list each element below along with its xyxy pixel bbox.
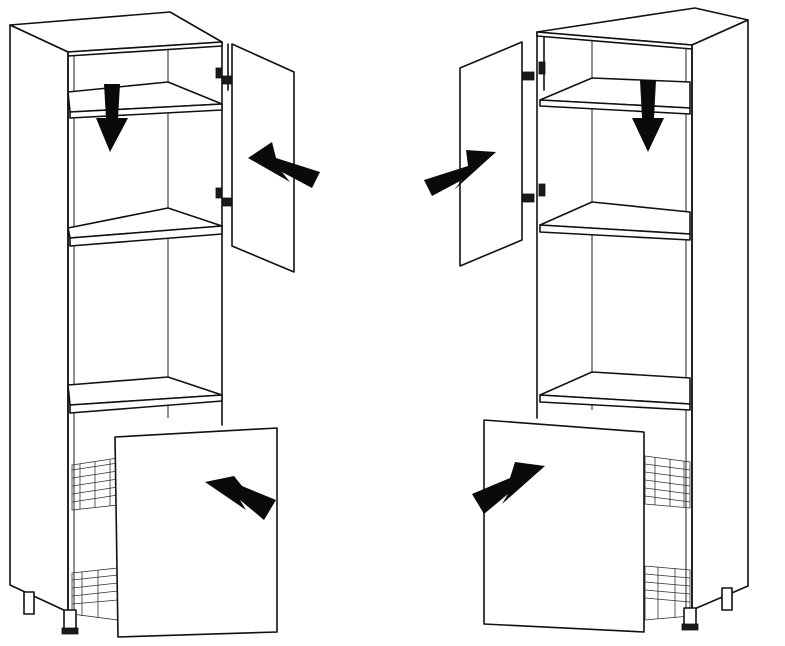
cabinet-left [9, 11, 320, 638]
arrow-right-top-shelf-down [632, 80, 664, 152]
cabinet-right-lower-front-panel [483, 419, 645, 633]
cabinet-right-hinges [517, 61, 546, 203]
arrow-left-upper-door [248, 142, 320, 188]
arrow-right-lower-panel [472, 462, 545, 514]
arrow-right-upper-door [424, 150, 496, 196]
cabinet-right-side [691, 19, 749, 611]
cabinet-right-shelf-middle [539, 201, 691, 241]
cabinet-left-legs [23, 591, 79, 635]
arrow-left-lower-panel [205, 476, 276, 520]
cabinet-right-shelf-top [539, 77, 691, 115]
cabinet-right [424, 7, 749, 633]
cabinet-left-shelf-top [67, 81, 223, 119]
cabinet-left-side [9, 24, 69, 613]
cabinet-left-shelf-lower [67, 376, 223, 414]
cabinet-left-lower-front-panel [114, 427, 278, 638]
cabinet-left-basket-upper [71, 457, 119, 511]
arrow-left-top-shelf-down [96, 84, 128, 152]
cabinet-left-basket-lower [71, 567, 119, 621]
cabinet-right-basket-upper [644, 455, 691, 509]
cabinet-right-shelf-lower [539, 371, 691, 411]
cabinet-left-shelf-middle [67, 207, 223, 247]
cabinet-right-legs [681, 587, 733, 631]
cabinet-left-hinges [215, 67, 239, 207]
